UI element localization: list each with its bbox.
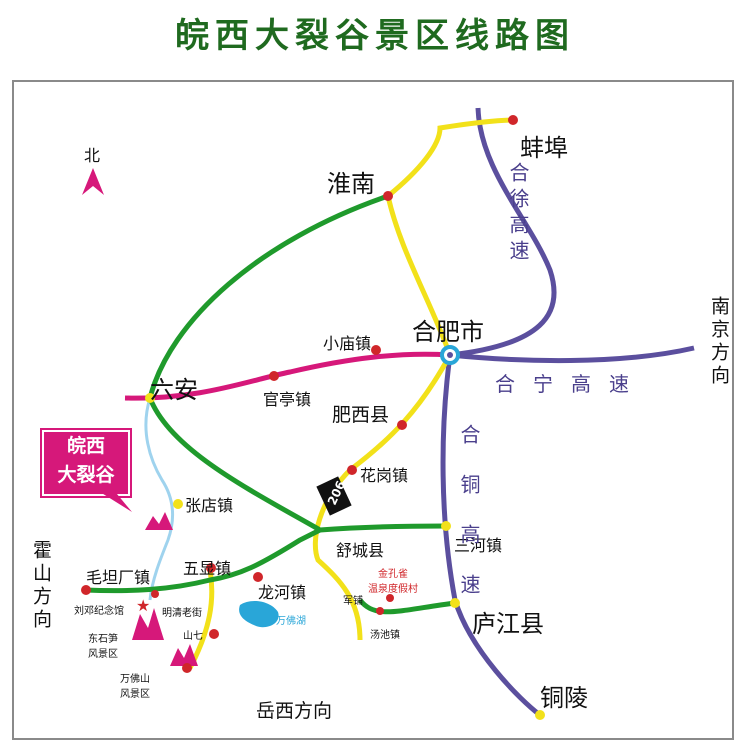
city-tongling: 铜陵 (540, 684, 588, 712)
green-road-tangchi (358, 598, 456, 615)
magenta-road (124, 351, 451, 401)
yellow-nodes (145, 393, 545, 720)
county-lujiang: 庐江县 (472, 610, 544, 638)
town-maotanchang: 毛坦厂镇 (86, 568, 151, 587)
town-huagang: 花岗镇 (360, 466, 409, 485)
star-icon: ★ (136, 596, 150, 615)
yellow-road-hefei-huainan (385, 195, 453, 356)
site-liudeng: 刘邓纪念馆 (74, 606, 124, 617)
yellow-road-luan-zhangdian (144, 397, 175, 601)
city-luan: 六安 (150, 376, 198, 404)
north-arrow-icon (82, 168, 104, 195)
county-shucheng: 舒城县 (336, 541, 385, 560)
town-zhangdian: 张店镇 (185, 496, 234, 515)
city-huainan: 淮南 (327, 170, 375, 198)
green-road-west (84, 527, 322, 594)
wanfohu-lake (239, 600, 279, 628)
badge-line1: 皖西 (66, 435, 105, 457)
site-dongshisun: 东石笋 风景区 (88, 634, 118, 660)
hetong-highway (440, 354, 542, 717)
city-bengbu: 蚌埠 (520, 134, 568, 162)
hening-highway (449, 345, 695, 364)
county-feixi: 肥西县 (332, 404, 390, 426)
green-road-shucheng-sanhe (319, 523, 447, 533)
mountain-icon (132, 608, 164, 640)
mountain-icon (170, 644, 198, 666)
destination-badge: 皖西 大裂谷 (42, 430, 130, 496)
red-nodes (81, 115, 518, 673)
green-road-luan-shucheng (147, 397, 322, 533)
site-wanfoshan: 万佛山 风景区 (120, 674, 150, 700)
direction-yuexi: 岳西方向 (256, 700, 333, 722)
town-xiaomiao: 小庙镇 (323, 334, 372, 353)
badge-line2: 大裂谷 (57, 464, 115, 486)
town-sanhe: 三河镇 (454, 536, 503, 555)
town-longhe: 龙河镇 (258, 583, 307, 602)
north-label: 北 (84, 146, 101, 165)
town-tangchi: 汤池镇 (370, 630, 400, 641)
highway-hetong-label: 合铜高速 (457, 424, 481, 624)
lake-wanfohu: 万佛湖 (276, 616, 306, 627)
site-junpu: 军铺 (343, 596, 363, 607)
highway-hening-label: 合宁高速 (495, 372, 647, 396)
mountain-icon (145, 512, 173, 530)
town-wuxian: 五显镇 (183, 559, 232, 578)
site-shanqi: 山七 (183, 631, 203, 642)
direction-nanjing: 南京方向 (708, 296, 730, 388)
green-road-luan-huainan (147, 193, 389, 399)
yellow-road-bengbu (386, 117, 514, 198)
map-title: 皖西大裂谷景区线路图 (175, 16, 575, 56)
direction-huoshan: 霍山方向 (30, 540, 52, 632)
city-hefei: 合肥市 (412, 318, 484, 346)
resort-jinkongque: 金孔雀 温泉度假村 (368, 569, 418, 595)
hexu-highway (449, 107, 557, 358)
site-mingqing: 明清老街 (162, 608, 202, 619)
highway-hexu-label: 合徐高速 (506, 162, 530, 266)
town-guanting: 官亭镇 (263, 390, 312, 409)
map-frame (12, 80, 734, 740)
